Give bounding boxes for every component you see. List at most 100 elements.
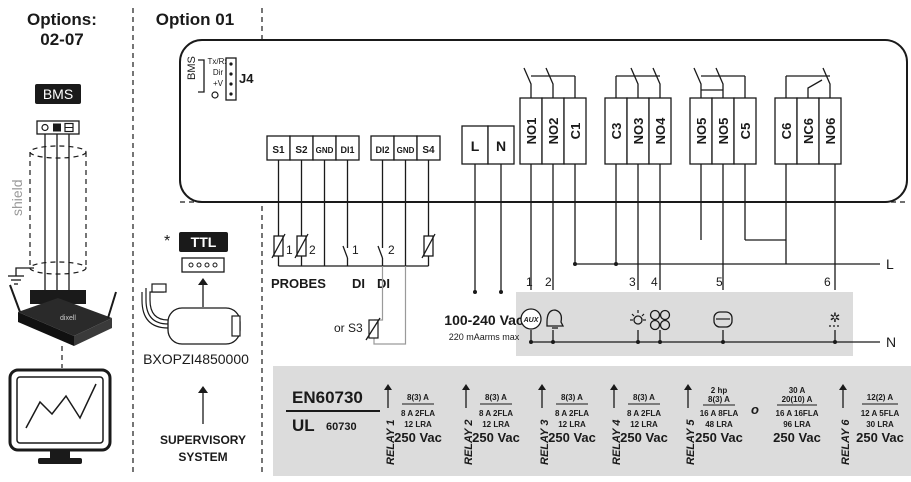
relay-4-rating: RELAY 4 8(3) A 8 A 2FLA 12 LRA 250 Vac (610, 384, 668, 465)
terminal-s4: S4 (422, 145, 435, 156)
svg-text:48 LRA: 48 LRA (705, 420, 733, 429)
svg-text:250 Vac: 250 Vac (620, 430, 668, 445)
relay-terminal-block-3 (689, 97, 757, 165)
di-label-1: DI (352, 276, 365, 291)
svg-text:8(3) A: 8(3) A (708, 395, 730, 404)
svg-text:250 Vac: 250 Vac (695, 430, 743, 445)
svg-text:250 Vac: 250 Vac (394, 430, 442, 445)
svg-text:250 Vac: 250 Vac (472, 430, 520, 445)
relay-number-5: 5 (716, 275, 723, 289)
supervisory-label-line2: SYSTEM (178, 450, 227, 464)
svg-text:8 A 2FLA: 8 A 2FLA (555, 409, 589, 418)
j4-label: J4 (239, 71, 254, 86)
relay-number-2: 2 (545, 275, 552, 289)
bell-icon (546, 309, 565, 329)
terminal-c6: C6 (779, 123, 794, 140)
supervisory-up-arrow (198, 386, 208, 424)
relay-terminal-block-4 (774, 97, 842, 165)
terminal-no5-a: NO5 (694, 118, 709, 145)
relay-number-1: 1 (526, 275, 533, 289)
terminal-l: L (471, 138, 480, 154)
fan-icon (649, 309, 671, 331)
relay-5-alt-rating: 30 A 20(10) A 16 A 16FLA 96 LRA 250 Vac (773, 386, 821, 445)
svg-text:8(3) A: 8(3) A (485, 393, 507, 402)
digital-input-switch-1-icon (342, 245, 349, 259)
svg-text:30 LRA: 30 LRA (866, 420, 894, 429)
svg-text:96 LRA: 96 LRA (783, 420, 811, 429)
svg-text:12 A 5FLA: 12 A 5FLA (861, 409, 900, 418)
terminal-no6: NO6 (823, 118, 838, 145)
relay-1-rating: RELAY 1 8(3) A 8 A 2FLA 12 LRA 250 Vac (384, 384, 442, 465)
terminal-di1: DI1 (340, 145, 354, 155)
options-range: 02-07 (40, 30, 83, 49)
terminal-c3: C3 (609, 123, 624, 140)
defrost-icon: ✲ (829, 310, 841, 327)
terminal-s1: S1 (272, 145, 285, 156)
supply-voltage: 100-240 Vac (444, 312, 524, 328)
svg-text:12 LRA: 12 LRA (630, 420, 658, 429)
terminal-gnd-2: GND (397, 146, 415, 155)
svg-text:dixell: dixell (60, 315, 76, 322)
supervisory-label-line1: SUPERVISORY (160, 433, 246, 447)
terminal-no1: NO1 (524, 118, 539, 145)
ratings-panel-background (273, 366, 911, 476)
svg-text:Tx/Rx: Tx/Rx (208, 57, 229, 66)
thermistor-probe-s4-icon (421, 233, 436, 259)
shielded-cable (15, 134, 87, 290)
bms-connector-icon (36, 120, 80, 135)
supply-current: 220 mAarms max (449, 332, 520, 342)
svg-text:✲: ✲ (830, 310, 841, 325)
terminal-n: N (496, 138, 506, 154)
or-s3-label: or S3 (334, 321, 363, 335)
standard-en60730: EN60730 (292, 388, 363, 407)
relay-contacts (523, 67, 831, 98)
terminal-no5-b: NO5 (716, 118, 731, 145)
standard-ul-number: 60730 (326, 421, 357, 433)
svg-text:BMS: BMS (43, 86, 73, 102)
svg-text:16 A 16FLA: 16 A 16FLA (776, 409, 819, 418)
option01-title: Option 01 (156, 10, 234, 29)
ttl-connector-icon (181, 257, 225, 273)
svg-text:RELAY 6: RELAY 6 (840, 419, 852, 465)
ttl-asterisk: * (164, 233, 170, 250)
svg-text:12 LRA: 12 LRA (404, 420, 432, 429)
terminal-no2: NO2 (546, 118, 561, 145)
terminal-no3: NO3 (631, 118, 646, 145)
relay-number-6: 6 (824, 275, 831, 289)
svg-text:RELAY 1: RELAY 1 (385, 420, 397, 465)
svg-text:8(3) A: 8(3) A (407, 393, 429, 402)
svg-text:8 A 2FLA: 8 A 2FLA (401, 409, 435, 418)
terminal-c5: C5 (738, 123, 753, 140)
thermistor-probe-1-icon (271, 233, 286, 259)
shield-label: shield (9, 179, 25, 216)
svg-text:8 A 2FLA: 8 A 2FLA (479, 409, 513, 418)
probe-number-1: 1 (286, 243, 293, 257)
standard-ul: UL (292, 416, 315, 435)
power-terminal-n-box (487, 125, 515, 165)
relay-5-rating: RELAY 5 2 hp 8(3) A 16 A 8FLA 48 LRA 250… (684, 384, 743, 465)
svg-text:TTL: TTL (191, 234, 217, 250)
terminal-c1: C1 (568, 123, 583, 140)
monitor-chart-icon (8, 368, 112, 464)
probes-label: PROBES (271, 276, 326, 291)
svg-text:16 A 8FLA: 16 A 8FLA (700, 409, 739, 418)
svg-text:RELAY 3: RELAY 3 (539, 420, 551, 465)
module-label: BXOPZI4850000 (143, 351, 249, 367)
relay-output-wiring (529, 164, 880, 344)
probe-number-2: 2 (309, 243, 316, 257)
svg-text:30 A: 30 A (789, 386, 806, 395)
light-icon (630, 310, 646, 325)
load-area-background (516, 292, 853, 356)
thermistor-probe-2-icon (294, 233, 309, 259)
svg-text:+V: +V (213, 79, 224, 88)
terminal-s2: S2 (295, 145, 308, 156)
di-number-1: 1 (352, 243, 359, 257)
bms-port-j4: BMS Tx/Rx Dir +V (186, 56, 237, 101)
ttl-up-arrow (198, 278, 208, 307)
s3-optional-wiring (365, 266, 407, 345)
di-label-2: DI (377, 276, 390, 291)
interface-module-icon (141, 283, 241, 345)
svg-text:8(3) A: 8(3) A (633, 393, 655, 402)
svg-text:Dir: Dir (213, 68, 224, 77)
terminal-no4: NO4 (653, 117, 668, 145)
